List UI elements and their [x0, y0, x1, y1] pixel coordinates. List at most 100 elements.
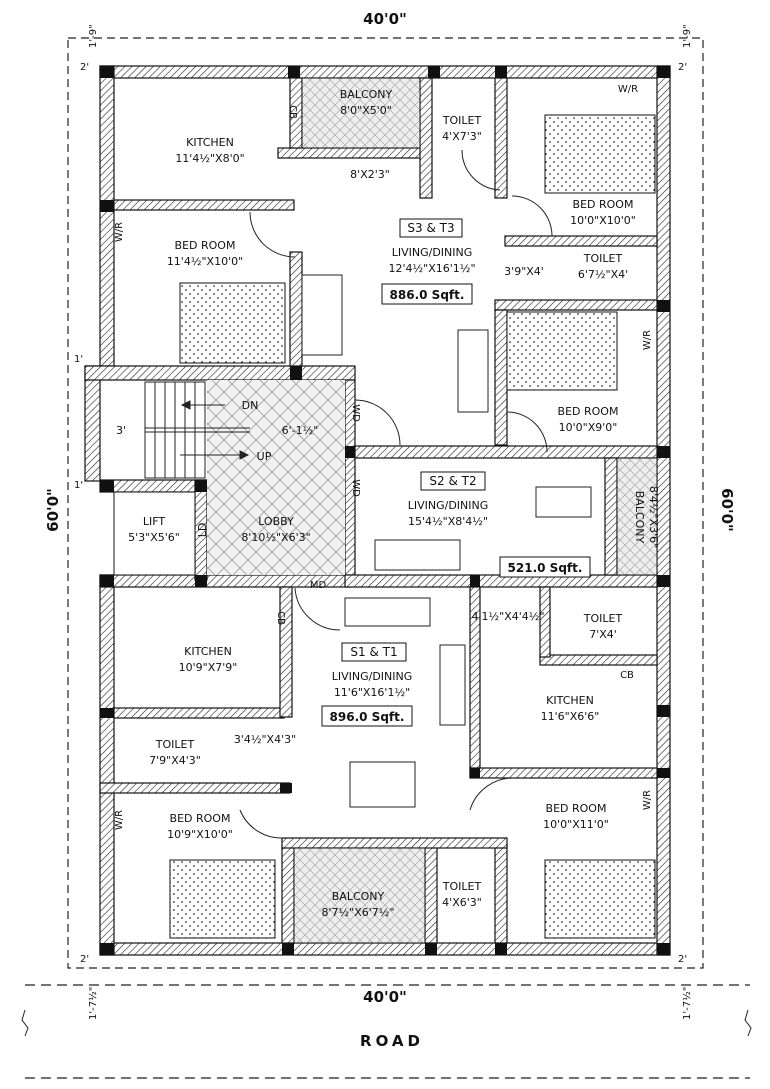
unit-tag-s3t3: S3 & T3: [407, 221, 454, 235]
unit-tag-s2t2: S2 & T2: [429, 474, 476, 488]
room-size-bed-mid-right: 10'0"X9'0": [559, 421, 618, 434]
dim-road-offset-left: 1'-7½": [87, 987, 99, 1020]
unit-area-box-s1t1: [321, 705, 413, 727]
room-name-bed-bl: BED ROOM: [170, 812, 231, 825]
room-size-bed-top-right: 10'0"X10'0": [570, 214, 636, 227]
beds: [169, 114, 656, 939]
dim-depth-right: 60'0": [718, 488, 736, 532]
road-label: ROAD: [360, 1032, 424, 1050]
wr-tag-top-left: W/R: [114, 222, 125, 242]
balcony-right-floor: [616, 457, 658, 576]
room-name-kitchen-top: KITCHEN: [186, 136, 234, 149]
unit-area-box-s3t3: [381, 283, 473, 305]
room-size-toilet-bl: 7'9"X4'3": [149, 754, 201, 767]
passage-size-bl: 3'4½"X4'3": [234, 733, 296, 746]
wd-tag-upper: WD: [350, 404, 361, 422]
passage-size-right: 3'9"X4': [504, 265, 544, 278]
dim-setback-tl: 1'-9": [88, 24, 99, 48]
stair-length-label: 6'-1½": [282, 424, 319, 437]
stair-dn-label: DN: [242, 399, 259, 412]
room-name-toilet-top: TOILET: [442, 114, 482, 127]
unit-size-s1t1: 11'6"X16'1½": [334, 686, 410, 699]
room-name-kitchen-bl: KITCHEN: [184, 645, 232, 658]
room-size-lift: 5'3"X5'6": [128, 531, 180, 544]
balcony-bottom-floor: [293, 847, 426, 944]
unit-room-s3t3: LIVING/DINING: [392, 246, 473, 259]
wr-tag-mid-right: W/R: [642, 330, 653, 350]
dim-depth-left: 60'0": [44, 488, 62, 532]
cb-tag-bl: CB: [275, 611, 286, 625]
room-name-toilet-bottom: TOILET: [442, 880, 482, 893]
dim-road-offset-right: 1'-7½": [681, 987, 693, 1020]
dim-offset-left-2: 1': [74, 480, 83, 491]
columns: [100, 66, 670, 955]
lift-shaft: [113, 491, 196, 576]
lobby-floor: [207, 380, 345, 575]
balcony-top-floor: [301, 77, 421, 149]
dim-offset-left-1: 1': [74, 354, 83, 365]
unit-area-s2t2: 521.0 Sqft.: [508, 561, 583, 575]
room-name-toilet-bl: TOILET: [155, 738, 195, 751]
room-name-balcony-right: BALCONY: [633, 491, 646, 544]
unit-size-s3t3: 12'4½"X16'1½": [388, 262, 475, 275]
road: [21, 984, 752, 1079]
unit-size-s2t2: 15'4½"X8'4½": [408, 515, 488, 528]
unit-room-s2t2: LIVING/DINING: [408, 499, 489, 512]
wd-tag-lower: WD: [350, 479, 361, 497]
cb-tag-top: CB: [287, 105, 298, 119]
unit-tag-box-s2t2: [420, 471, 486, 491]
room-name-balcony-bottom: BALCONY: [332, 890, 385, 903]
room-name-kitchen-br: KITCHEN: [546, 694, 594, 707]
plot-boundary: [67, 37, 704, 969]
dim-corner-br: 2': [678, 954, 687, 965]
room-size-toilet-top: 4'X7'3": [442, 130, 482, 143]
unit-tag-s1t1: S1 & T1: [350, 645, 397, 659]
unit-tag-box-s3t3: [399, 218, 463, 238]
unit-area-s1t1: 896.0 Sqft.: [330, 710, 405, 724]
room-name-bed-mid-right: BED ROOM: [558, 405, 619, 418]
cb-tag-br: CB: [620, 670, 634, 681]
room-name-bed-top-right: BED ROOM: [573, 198, 634, 211]
room-size-kitchen-br: 11'6"X6'6": [541, 710, 600, 723]
md-tag: MD: [310, 580, 327, 591]
lift-door-label: LD: [196, 523, 209, 538]
room-size-balcony-top: 8'0"X5'0": [340, 104, 392, 117]
doors: [239, 149, 553, 839]
room-size-kitchen-bl: 10'9"X7'9": [179, 661, 238, 674]
room-size-toilet-bottom: 4'X6'3": [442, 896, 482, 909]
dim-setback-tr: 1'-9": [682, 24, 693, 48]
passage-size-br: 4'1½"X4'4½": [471, 610, 544, 623]
room-name-bed-br: BED ROOM: [546, 802, 607, 815]
room-name-lobby: LOBBY: [258, 515, 294, 528]
wr-tag-bl: W/R: [114, 810, 125, 830]
passage-size-top: 8'X2'3": [350, 168, 390, 181]
dim-corner-tr: 2': [678, 62, 687, 73]
dining-sets: [301, 274, 592, 808]
room-size-lobby: 8'10½"X6'3": [241, 531, 310, 544]
room-name-toilet-top-right: TOILET: [583, 252, 623, 265]
room-name-lift: LIFT: [143, 515, 166, 528]
dim-corner-bl: 2': [80, 954, 89, 965]
room-size-kitchen-top: 11'4½"X8'0": [175, 152, 244, 165]
stair-treads: [154, 382, 196, 478]
dim-width-top: 40'0": [363, 10, 407, 28]
room-size-bed-bl: 10'9"X10'0": [167, 828, 233, 841]
room-size-balcony-right: 8'4½"X3'6": [647, 486, 660, 548]
room-size-toilet-br: 7'X4': [589, 628, 617, 641]
room-size-balcony-bottom: 8'7½"X6'7½": [321, 906, 394, 919]
walls: [84, 65, 671, 956]
unit-room-s1t1: LIVING/DINING: [332, 670, 413, 683]
unit-area-s3t3: 886.0 Sqft.: [390, 288, 465, 302]
dim-corner-tl: 2': [80, 62, 89, 73]
wr-tag-br: W/R: [642, 790, 653, 810]
room-name-toilet-br: TOILET: [583, 612, 623, 625]
room-size-toilet-top-right: 6'7½"X4': [578, 268, 628, 281]
staircase: [144, 381, 250, 479]
room-size-bed-br: 10'0"X11'0": [543, 818, 609, 831]
room-size-bed-top-left: 11'4½"X10'0": [167, 255, 243, 268]
stair-width-label: 3': [116, 424, 126, 437]
room-name-balcony-top: BALCONY: [340, 88, 393, 101]
wr-tag-top-right: W/R: [618, 84, 638, 95]
stair-up-label: UP: [257, 450, 272, 463]
